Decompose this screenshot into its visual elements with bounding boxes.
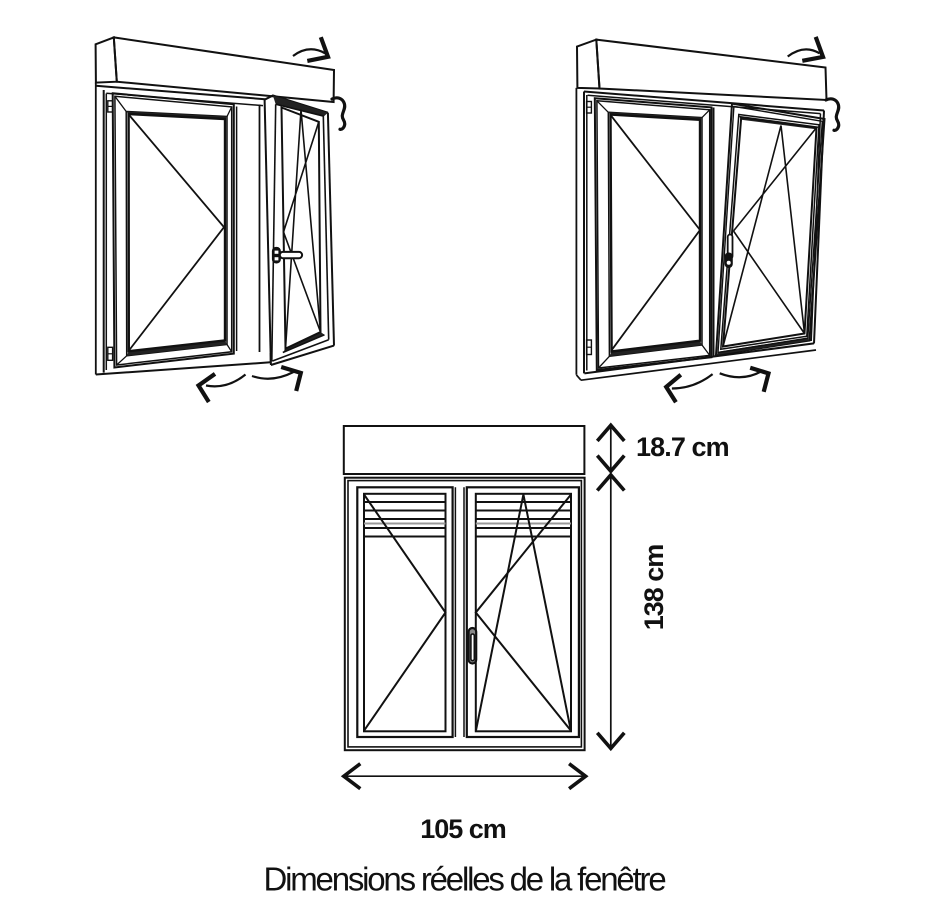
svg-text:138 cm: 138 cm <box>639 545 669 631</box>
svg-text:Dimensions réelles de la fenêt: Dimensions réelles de la fenêtre <box>263 861 665 898</box>
svg-text:105 cm: 105 cm <box>420 814 506 844</box>
svg-text:18.7 cm: 18.7 cm <box>636 432 729 462</box>
